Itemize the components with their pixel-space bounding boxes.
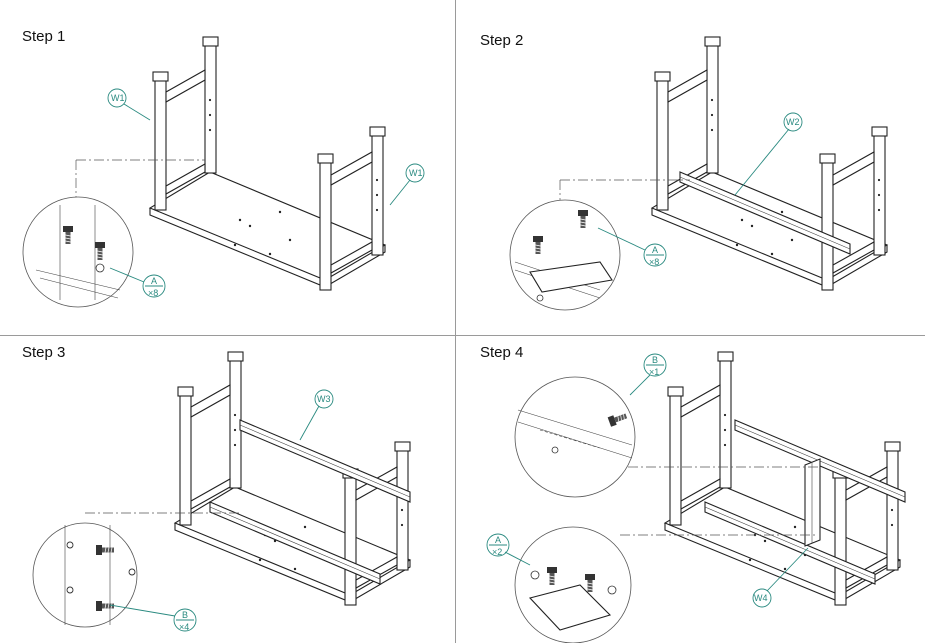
step-3-part-b-label: B bbox=[182, 610, 188, 620]
step-4-w4-label: W4 bbox=[754, 593, 768, 603]
step-3-qty-label: ×4 bbox=[179, 622, 189, 632]
step-1-part-a-label: A bbox=[151, 276, 157, 286]
step-3-title: Step 3 bbox=[22, 344, 66, 361]
step-4-title: Step 4 bbox=[480, 344, 524, 361]
step-3-illustration bbox=[32, 351, 411, 632]
step-3-w3-label: W3 bbox=[317, 394, 331, 404]
step-4-qty-b-label: ×1 bbox=[649, 367, 659, 377]
step-2-qty-label: ×8 bbox=[649, 257, 659, 267]
step-1-w1-right-label: W1 bbox=[409, 168, 423, 178]
step-2-illustration bbox=[509, 36, 888, 311]
step-1-qty-label: ×8 bbox=[148, 288, 158, 298]
step-1-illustration bbox=[22, 36, 425, 308]
step-1-w1-left-label: W1 bbox=[111, 93, 125, 103]
step-4-part-a-label: A bbox=[495, 535, 501, 545]
step-4-illustration bbox=[486, 351, 906, 643]
step-4-qty-a-label: ×2 bbox=[492, 547, 502, 557]
step-4-part-b-label: B bbox=[652, 355, 658, 365]
step-2-w2-label: W2 bbox=[786, 117, 800, 127]
step-1-title: Step 1 bbox=[22, 28, 66, 45]
step-2-part-a-label: A bbox=[652, 245, 658, 255]
vertical-divider bbox=[455, 0, 456, 643]
horizontal-divider bbox=[0, 335, 925, 336]
step-2-title: Step 2 bbox=[480, 32, 524, 49]
